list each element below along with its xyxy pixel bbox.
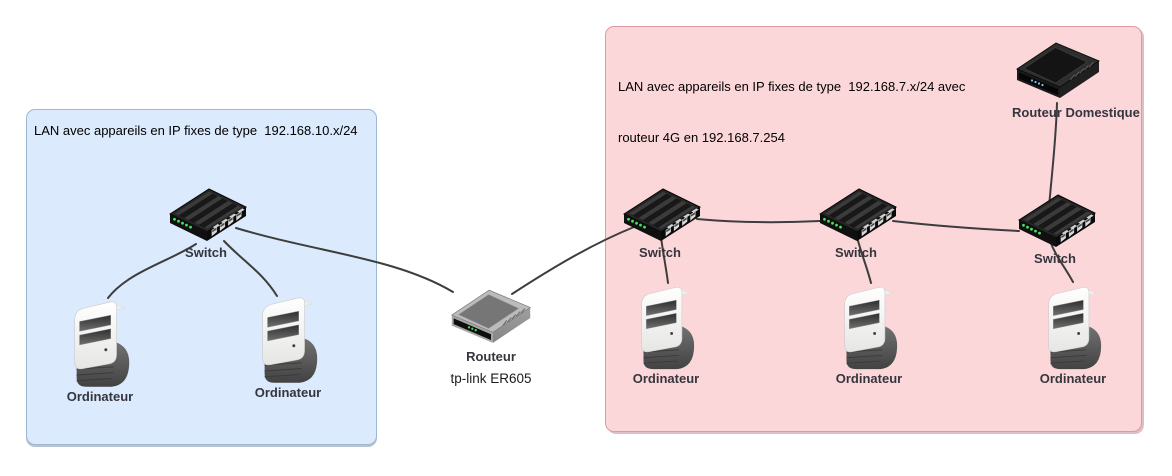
computer-icon (1036, 280, 1110, 370)
node-router-er605: Routeur tp-link ER605 (447, 286, 535, 386)
computer-icon (832, 280, 906, 370)
computer-icon (629, 280, 703, 370)
device-label: Switch (835, 245, 877, 260)
switch-icon (618, 186, 702, 244)
blue-lan-label: LAN avec appareils en IP fixes de type 1… (34, 123, 358, 138)
switch-icon (1013, 192, 1097, 250)
node-computer-pink-2: Ordinateur (832, 280, 906, 386)
node-computer-blue-1: Ordinateur (63, 294, 137, 404)
device-label: Ordinateur (66, 389, 134, 404)
device-label: Routeur Domestique (1012, 105, 1140, 120)
switch-icon (164, 186, 248, 244)
computer-icon (63, 294, 137, 388)
device-label: Routeur (466, 349, 516, 364)
device-label: Switch (1034, 251, 1076, 266)
router-4g-icon (1012, 38, 1104, 104)
node-switch-pink-2: Switch (814, 186, 898, 260)
device-label: Ordinateur (835, 371, 903, 386)
device-label: Ordinateur (1039, 371, 1107, 386)
pink-lan-label: LAN avec appareils en IP fixes de type 1… (606, 27, 1141, 197)
node-switch-pink-1: Switch (618, 186, 702, 260)
node-switch-pink-3: Switch (1013, 192, 1097, 266)
computer-icon (251, 290, 325, 384)
device-sublabel: tp-link ER605 (450, 371, 532, 386)
device-label: Ordinateur (632, 371, 700, 386)
node-computer-pink-1: Ordinateur (629, 280, 703, 386)
node-computer-pink-3: Ordinateur (1036, 280, 1110, 386)
node-switch-blue: Switch (164, 186, 248, 260)
device-label: Switch (185, 245, 227, 260)
node-router-domestique: Routeur Domestique (1012, 38, 1140, 120)
switch-icon (814, 186, 898, 244)
device-label: Switch (639, 245, 681, 260)
router-icon (447, 286, 535, 348)
pink-lan-label-line2: routeur 4G en 192.168.7.254 (618, 130, 785, 145)
node-computer-blue-2: Ordinateur (251, 290, 325, 400)
device-label: Ordinateur (254, 385, 322, 400)
pink-lan-label-line1: LAN avec appareils en IP fixes de type 1… (618, 79, 966, 94)
